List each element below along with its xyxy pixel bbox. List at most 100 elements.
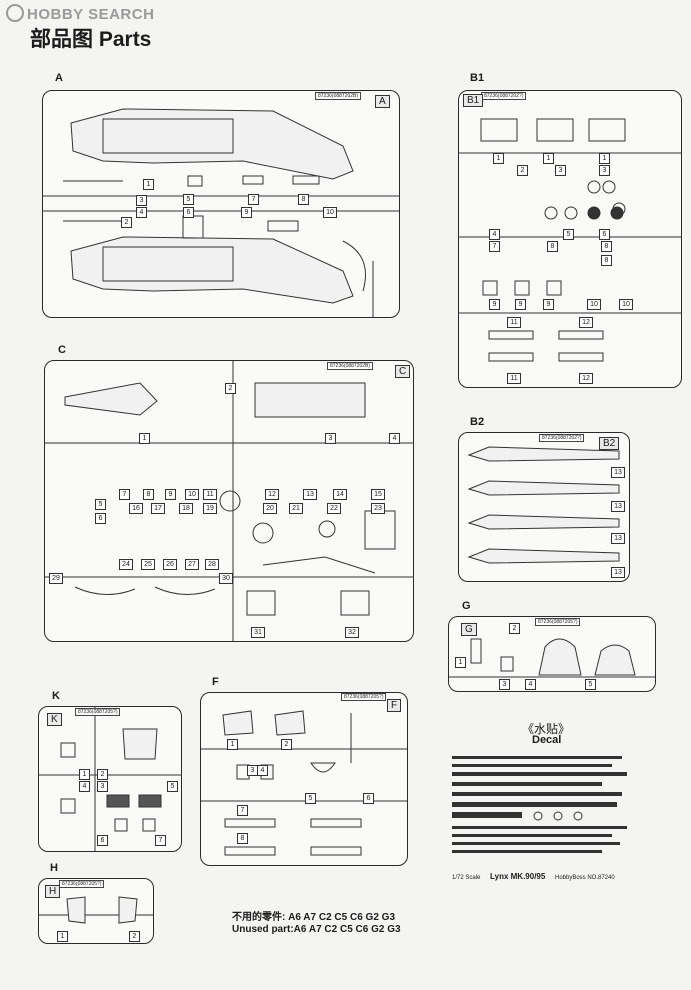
sprue-g-code: 87236(0887205?)	[535, 618, 581, 626]
watermark-text: HOBBY SEARCH	[27, 6, 155, 23]
part-number: 25	[141, 559, 155, 570]
part-number: 4	[79, 781, 90, 792]
part-number: 1	[143, 179, 154, 190]
sprue-b2-drawing	[467, 446, 620, 564]
part-number: 6	[97, 835, 108, 846]
part-number: 16	[129, 503, 143, 514]
part-number: 5	[183, 194, 194, 205]
sprue-c-code: 87236(0887202B)	[327, 362, 374, 370]
sprue-f-frame: 87236(0887205?) F 1 2 3 4 5 6 7 8	[200, 692, 408, 866]
part-number: 9	[543, 299, 554, 310]
part-number: 31	[251, 627, 265, 638]
sprue-b1-tag: B1	[463, 94, 484, 107]
part-number: 6	[183, 207, 194, 218]
sprue-f-drawing	[201, 710, 407, 856]
part-number: 12	[579, 373, 593, 384]
sprue-a-label: A	[55, 72, 63, 84]
part-number: 9	[489, 299, 500, 310]
part-number: 3	[97, 781, 108, 792]
sprue-h-label: H	[50, 862, 58, 874]
part-number: 11	[203, 489, 217, 500]
part-number: 29	[49, 573, 63, 584]
part-number: 9	[515, 299, 526, 310]
sprue-c-frame: 87236(0887202B) C 1 2 3 4 5 6 7 8 9 10 1…	[44, 360, 414, 642]
part-number: 13	[611, 501, 625, 512]
decal-title-en: Decal	[532, 734, 562, 746]
part-number: 24	[119, 559, 133, 570]
part-number: 1	[493, 153, 504, 164]
part-number: 5	[563, 229, 574, 240]
decal-scale: 1/72 Scale	[452, 875, 481, 881]
decal-title-cn: 《水贴》	[522, 722, 571, 736]
part-number: 3	[555, 165, 566, 176]
part-number: 11	[507, 373, 521, 384]
part-number: 10	[587, 299, 601, 310]
part-number: 1	[543, 153, 554, 164]
part-number: 4	[389, 433, 400, 444]
part-number: 19	[203, 503, 217, 514]
part-number: 2	[225, 383, 236, 394]
part-number: 3	[499, 679, 510, 690]
sprue-g-tag: G	[461, 623, 477, 636]
part-number: 3	[325, 433, 336, 444]
sprue-g-frame: 87236(0887205?) G 1 2 3 4 5	[448, 616, 656, 692]
sprue-b1-frame: 87236(0887202?) B1 1 1 1 2 3 3 4 5 6 7 8…	[458, 90, 682, 388]
part-number: 7	[489, 241, 500, 252]
part-number: 13	[611, 467, 625, 478]
part-number: 1	[79, 769, 90, 780]
sprue-a-code: 87236(0887202B)	[315, 92, 362, 100]
sprue-k-drawing	[39, 707, 181, 851]
part-number: 1	[57, 931, 68, 942]
part-number: 1	[599, 153, 610, 164]
part-number: 9	[241, 207, 252, 218]
part-number: 7	[237, 805, 248, 816]
part-number: 30	[219, 573, 233, 584]
part-number: 3	[599, 165, 610, 176]
part-number: 9	[165, 489, 176, 500]
part-number: 17	[151, 503, 165, 514]
part-number: 13	[303, 489, 317, 500]
part-number: 7	[155, 835, 166, 846]
watermark: HOBBY SEARCH	[6, 4, 154, 23]
part-number: 7	[119, 489, 130, 500]
unused-parts-en: Unused part:A6 A7 C2 C5 C6 G2 G3	[232, 924, 401, 935]
sprue-a-frame: 87236(0887202B) A 3 4 2 1 5 6 7 8 9 10	[42, 90, 400, 318]
part-number: 10	[185, 489, 199, 500]
sprue-b2-tag: B2	[599, 437, 620, 450]
decal-model: Lynx MK.90/95	[490, 872, 546, 881]
sprue-f-label: F	[212, 676, 219, 688]
part-number: 32	[345, 627, 359, 638]
decal-sheet: 《水贴》 Decal 1/72 Scale Lynx MK.90/95 Hobb…	[448, 720, 685, 885]
sprue-b1-code: 87236(0887202?)	[481, 92, 527, 100]
part-number: 11	[507, 317, 521, 328]
sprue-c-drawing	[45, 361, 413, 641]
watermark-logo-icon	[6, 4, 24, 22]
sprue-b1-label: B1	[470, 72, 485, 84]
decal-footer: 1/72 Scale Lynx MK.90/95 HobbyBoss NO.87…	[452, 872, 623, 881]
part-number: 27	[185, 559, 199, 570]
sprue-k-tag: K	[47, 713, 62, 726]
part-number: 1	[227, 739, 238, 750]
part-number: 2	[517, 165, 528, 176]
part-number: 21	[289, 503, 303, 514]
sprue-k-frame: 87236(0887205?) K 1 2 3 4 5 6 7	[38, 706, 182, 852]
page-title: 部品图 Parts	[30, 28, 152, 51]
sprue-f-code: 87236(0887205?)	[341, 693, 387, 701]
part-number: 12	[579, 317, 593, 328]
part-number: 5	[95, 499, 106, 510]
unused-parts-cn: 不用的零件: A6 A7 C2 C5 C6 G2 G3	[232, 912, 396, 923]
part-number: 2	[97, 769, 108, 780]
part-number: 7	[248, 194, 259, 205]
part-number: 2	[129, 931, 140, 942]
sprue-b2-frame: 87236(0887202?) B2 13 13 13 13	[458, 432, 630, 582]
part-number: 28	[205, 559, 219, 570]
part-number: 2	[281, 739, 292, 750]
sprue-c-label: C	[58, 344, 66, 356]
part-number: 6	[363, 793, 374, 804]
part-number: 2	[121, 217, 132, 228]
decal-brand: HobbyBoss NO.87240	[554, 875, 615, 881]
part-number: 5	[167, 781, 178, 792]
part-number: 4	[489, 229, 500, 240]
sprue-h-tag: H	[45, 885, 61, 898]
sprue-a-drawing	[43, 108, 399, 317]
